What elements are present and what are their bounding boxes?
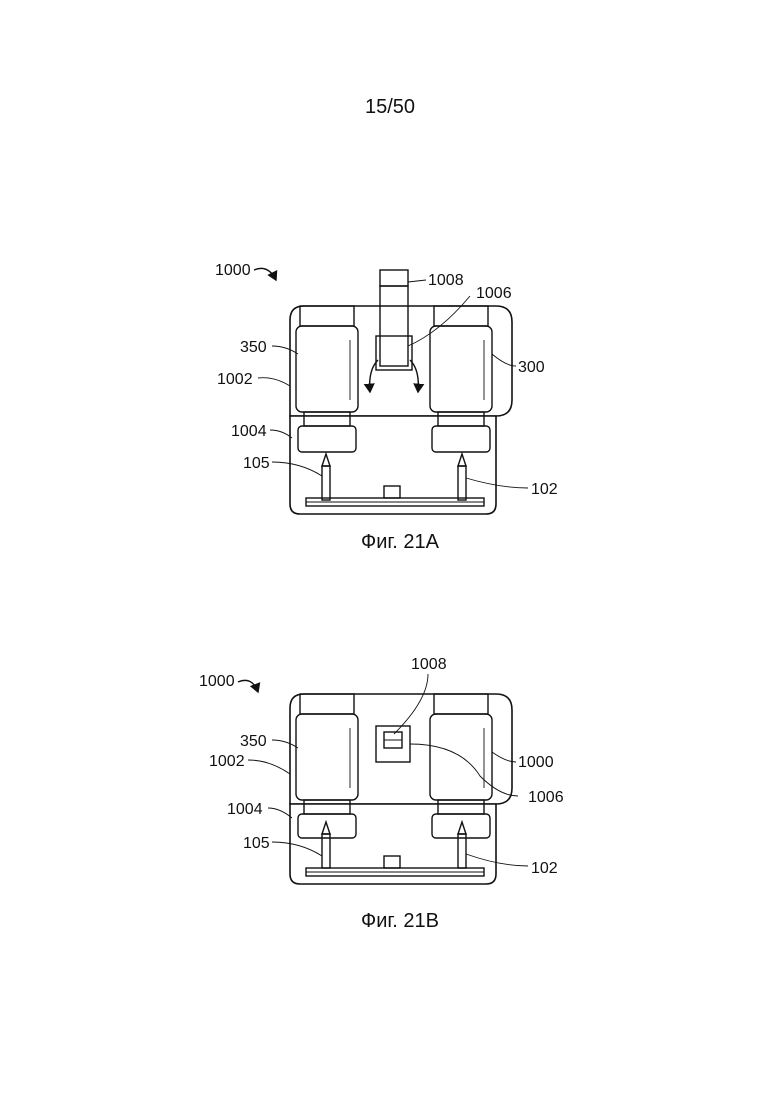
label-right-vial-21a: 300 bbox=[518, 359, 545, 376]
label-lower-housing-21b: 1004 bbox=[227, 801, 263, 818]
label-right-needle-21a: 102 bbox=[531, 481, 558, 498]
page-number: 15/50 bbox=[365, 96, 415, 118]
label-assembly-21b: 1000 bbox=[199, 673, 235, 690]
label-top-21b: 1008 bbox=[411, 656, 447, 673]
top-cap-21a bbox=[380, 270, 408, 286]
figure-21b: 1000 1008 350 1000 1002 1006 1004 105 10… bbox=[199, 656, 564, 932]
label-upper-housing-21b: 1002 bbox=[209, 753, 245, 770]
leader-assembly-21a bbox=[254, 268, 276, 280]
label-left-vial-21a: 350 bbox=[240, 339, 267, 356]
label-right-needle-21b: 102 bbox=[531, 860, 558, 877]
label-lower-housing-21a: 1004 bbox=[231, 423, 267, 440]
label-left-needle-21a: 105 bbox=[243, 455, 270, 472]
label-top-21a: 1008 bbox=[428, 272, 464, 289]
label-assembly-21a: 1000 bbox=[215, 262, 251, 279]
label-right-vial-21b: 1000 bbox=[518, 754, 554, 771]
caption-21a: Фиг. 21A bbox=[361, 531, 440, 553]
upper-housing-21a bbox=[290, 306, 512, 416]
label-connector-21a: 1006 bbox=[476, 285, 512, 302]
caption-21b: Фиг. 21B bbox=[361, 910, 439, 932]
upper-housing-21b bbox=[290, 694, 512, 804]
label-left-vial-21b: 350 bbox=[240, 733, 267, 750]
leader-assembly-21b bbox=[238, 680, 258, 692]
label-left-needle-21b: 105 bbox=[243, 835, 270, 852]
label-connector-21b: 1006 bbox=[528, 789, 564, 806]
figure-21a: 1000 1008 1006 350 300 1002 1004 105 102… bbox=[215, 262, 558, 553]
label-upper-housing-21a: 1002 bbox=[217, 371, 253, 388]
